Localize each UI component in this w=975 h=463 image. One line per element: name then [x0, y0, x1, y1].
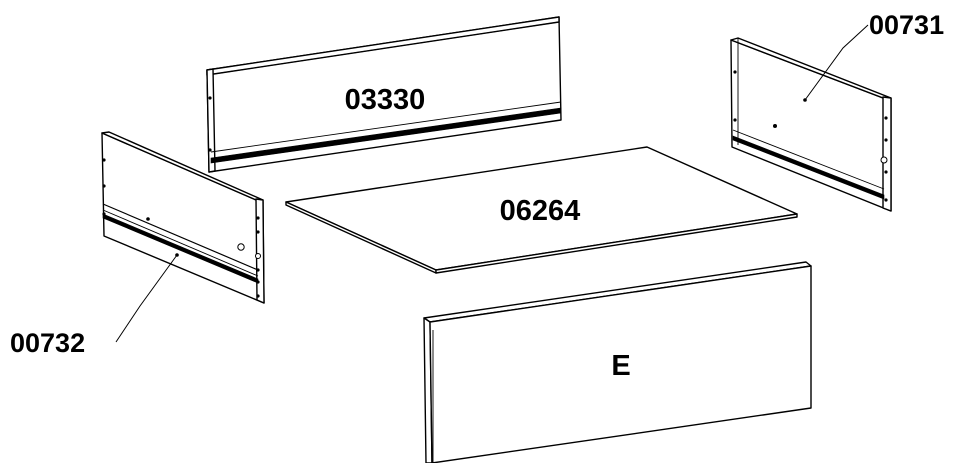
side-panel-right-label: 00731 — [869, 10, 944, 40]
bottom-panel: 06264 — [285, 146, 798, 274]
side-panel-right: 00731 — [730, 10, 944, 212]
back-panel: 03330 — [206, 16, 562, 173]
back-panel-label: 03330 — [345, 84, 426, 116]
front-panel-label: E — [611, 350, 630, 382]
side-panel-left-label: 00732 — [10, 328, 85, 358]
front-panel: E — [423, 261, 812, 463]
bottom-panel-label: 06264 — [500, 195, 581, 227]
side-panel-left: 00732 — [10, 131, 265, 358]
